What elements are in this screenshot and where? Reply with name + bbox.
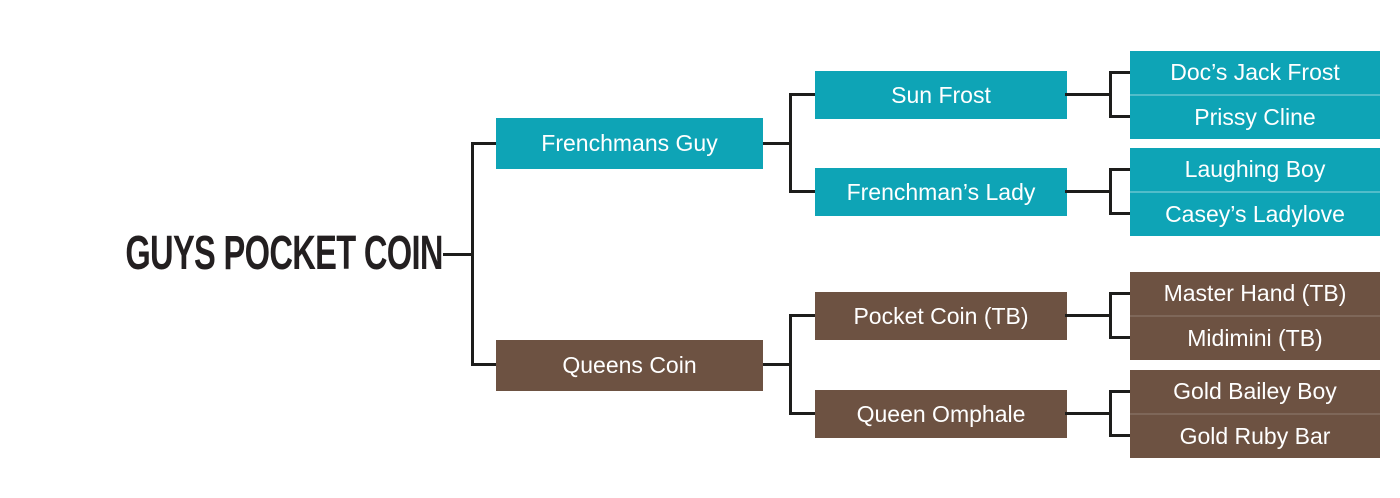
connector-sire-sire-vertical [1109,71,1112,118]
pedigree-box-sire-dam: Frenchman’s Lady [815,168,1067,216]
connector-dam-horizontal [763,363,791,366]
connector-root-horizontal [443,253,472,256]
connector-gen1-dam-stub [471,363,496,366]
connector-sire-horizontal [763,142,791,145]
connector-dam-dam-top-stub [1109,390,1130,393]
connector-dam-bottom-stub [789,412,815,415]
connector-sire-top-stub [789,93,815,96]
pedigree-box-sire-sire: Sun Frost [815,71,1067,119]
pedigree-box-dam-sire-sire: Master Hand (TB) [1163,280,1347,306]
pedigree-box-sire: Frenchmans Guy [496,118,763,169]
pedigree-box-sire-sire-sire: Doc’s Jack Frost [1170,59,1340,85]
pedigree-box-sire-dam-dam: Casey’s Ladylove [1130,191,1380,236]
pedigree-box-dam-sire: Pocket Coin (TB) [815,292,1067,340]
connector-sire-sire-horizontal [1065,93,1110,96]
pedigree-box-dam-dam-dam: Gold Ruby Bar [1130,413,1380,458]
connector-dam-sire-horizontal [1065,314,1110,317]
pedigree-box-dam-sire-parents: Master Hand (TB) Midimini (TB) [1130,272,1380,360]
connector-sire-dam-bottom-stub [1109,212,1130,215]
pedigree-box-sire-dam-sire: Laughing Boy [1184,156,1326,182]
connector-dam-sire-vertical [1109,292,1112,339]
connector-sire-vertical [789,93,792,193]
connector-dam-dam-vertical [1109,390,1112,437]
pedigree-box-dam-dam: Queen Omphale [815,390,1067,438]
connector-gen1-vertical [471,142,474,366]
connector-sire-dam-horizontal [1065,190,1110,193]
root-horse-name: GUYS POCKET COIN [125,227,444,280]
connector-sire-sire-bottom-stub [1109,115,1130,118]
connector-sire-sire-top-stub [1109,71,1130,74]
connector-dam-dam-horizontal [1065,412,1110,415]
connector-dam-sire-top-stub [1109,292,1130,295]
pedigree-box-dam-dam-sire: Gold Bailey Boy [1173,378,1337,404]
connector-dam-dam-bottom-stub [1109,434,1130,437]
connector-sire-dam-vertical [1109,168,1112,215]
pedigree-box-sire-sire-dam: Prissy Cline [1130,94,1380,139]
pedigree-box-sire-dam-parents: Laughing Boy Casey’s Ladylove [1130,148,1380,236]
pedigree-box-dam-sire-dam: Midimini (TB) [1130,315,1380,360]
pedigree-box-sire-sire-parents: Doc’s Jack Frost Prissy Cline [1130,51,1380,139]
connector-dam-top-stub [789,314,815,317]
connector-sire-bottom-stub [789,190,815,193]
connector-dam-sire-bottom-stub [1109,336,1130,339]
connector-dam-vertical [789,314,792,415]
pedigree-box-dam-dam-parents: Gold Bailey Boy Gold Ruby Bar [1130,370,1380,458]
connector-sire-dam-top-stub [1109,168,1130,171]
pedigree-box-dam: Queens Coin [496,340,763,391]
connector-gen1-sire-stub [471,142,496,145]
